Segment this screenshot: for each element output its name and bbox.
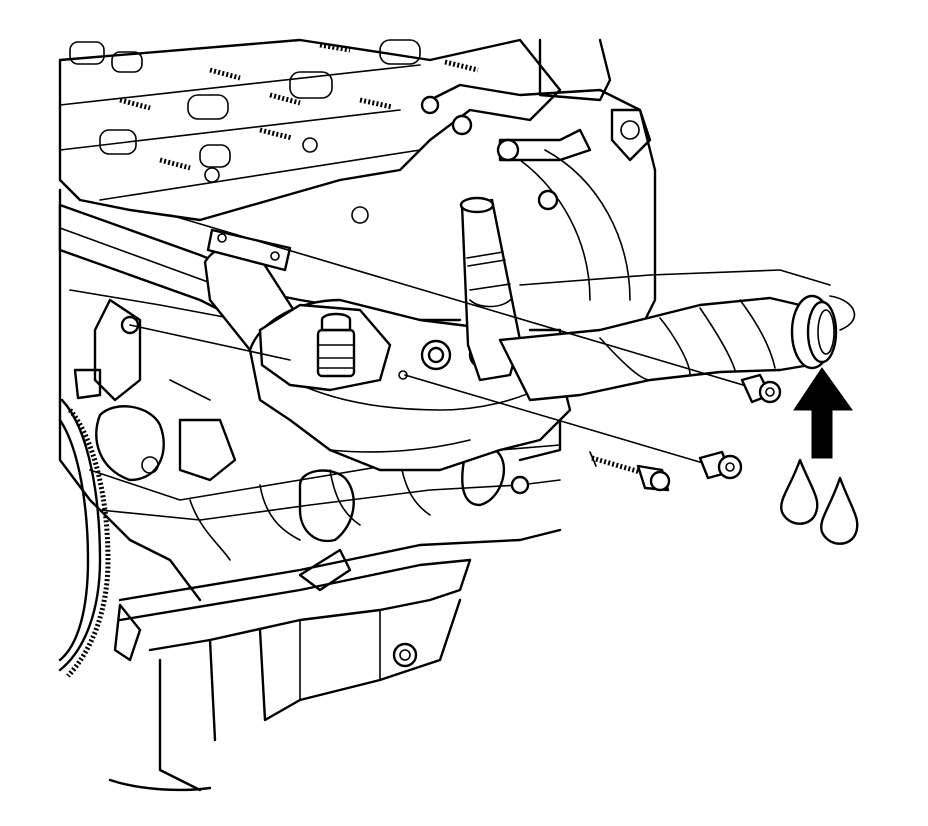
water-drop-icon — [780, 458, 819, 525]
bolt-lower-right — [698, 450, 743, 480]
up-arrow-icon — [793, 367, 853, 459]
heater-outlet-tube — [459, 196, 522, 382]
exhaust-studs — [119, 42, 479, 171]
bolt-upper — [740, 373, 782, 404]
engine-block — [58, 188, 562, 602]
flywheel-ring-gear — [58, 398, 111, 678]
front-cover — [420, 38, 657, 342]
bleed-valve — [316, 312, 356, 378]
port-opening — [69, 41, 105, 65]
cylinder-head — [58, 38, 562, 224]
water-drop-icon — [820, 476, 859, 545]
stud-bolt — [589, 451, 671, 492]
outlet-pipe — [498, 269, 856, 402]
pipe-bracket — [206, 228, 292, 272]
leader-lines — [129, 214, 761, 469]
oil-pan — [108, 528, 562, 792]
